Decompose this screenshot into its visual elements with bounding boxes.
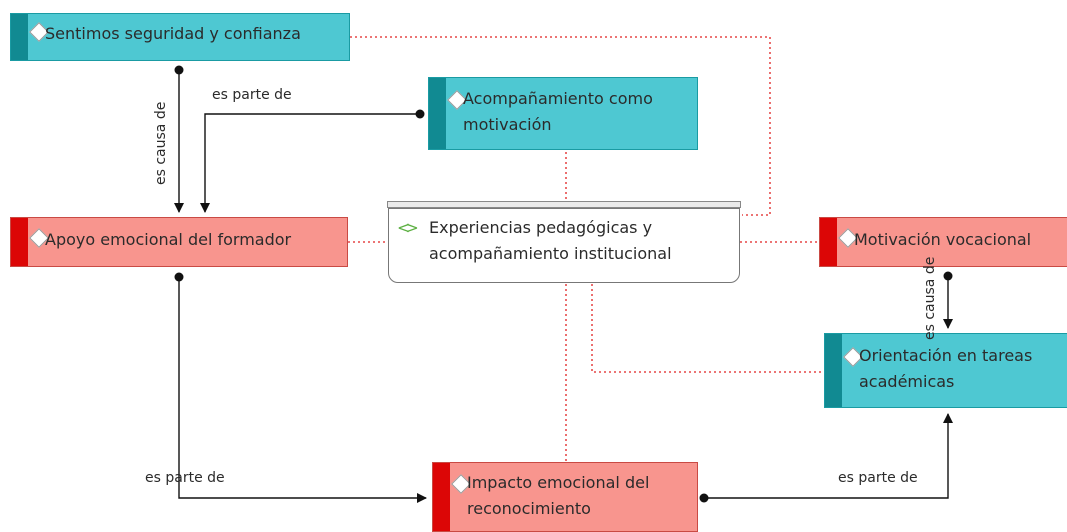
node-label: Sentimos seguridad y confianza [45,24,301,43]
central-title-strip [387,201,741,208]
link-start-dot [943,271,953,281]
link-label: es causa de [153,101,169,185]
link-label: es causa de [922,256,938,340]
node-bar [433,463,450,531]
link-start-dot [174,65,184,75]
link-start-dot [174,272,184,282]
link-apoyo-impacto [178,277,427,503]
node-bar [11,14,28,60]
node-apoyo[interactable]: Apoyo emocional del formador [10,217,348,267]
node-bar [429,78,446,149]
node-motivacion[interactable]: Motivación vocacional [819,217,1067,267]
dotted-central-orientacion [591,284,824,373]
node-bar [825,334,842,407]
dotted-seguridad-central [350,36,771,216]
code-group-icon: <> [397,218,419,237]
link-start-dot [415,109,425,119]
node-seguridad[interactable]: Sentimos seguridad y confianza [10,13,350,61]
link-label: es parte de [212,87,292,103]
node-bar [11,218,28,266]
link-label: es parte de [838,470,918,486]
link-acompanamiento-apoyo [200,113,420,213]
link-label: es parte de [145,470,225,486]
link-impacto-orientacion [704,413,953,499]
node-label: Apoyo emocional del formador [45,230,292,249]
node-bar [820,218,837,266]
link-start-dot [699,493,709,503]
node-label: Motivación vocacional [854,230,1032,249]
